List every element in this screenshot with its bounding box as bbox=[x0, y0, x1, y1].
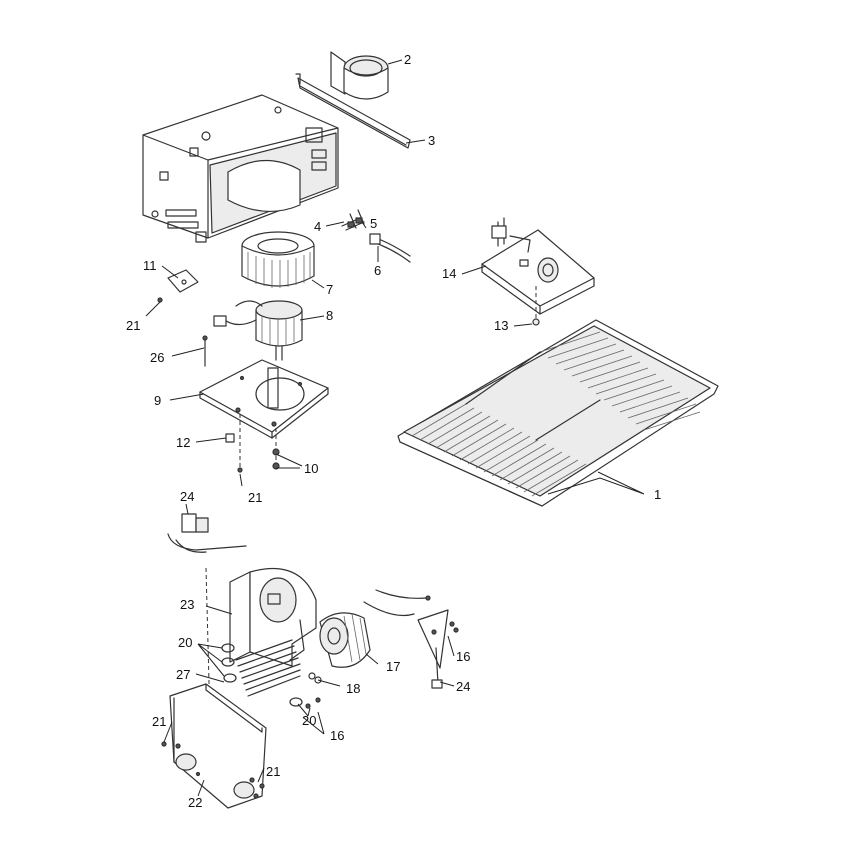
callout-16-a: 16 bbox=[330, 728, 344, 743]
callout-6: 6 bbox=[374, 263, 381, 278]
callout-21-d: 21 bbox=[266, 764, 280, 779]
part-blower-wheel bbox=[241, 231, 315, 288]
callout-8: 8 bbox=[326, 308, 333, 323]
callout-20-b: 20 bbox=[302, 713, 316, 728]
callout-24-b: 24 bbox=[456, 679, 470, 694]
callout-21-a: 21 bbox=[126, 318, 140, 333]
part-motor bbox=[213, 300, 303, 361]
callout-13: 13 bbox=[494, 318, 508, 333]
callout-18: 18 bbox=[346, 681, 360, 696]
callout-7: 7 bbox=[326, 282, 333, 297]
part-grille bbox=[397, 319, 719, 507]
callout-21-b: 21 bbox=[248, 490, 262, 505]
part-housing bbox=[142, 94, 339, 243]
callout-27: 27 bbox=[176, 667, 190, 682]
callout-10: 10 bbox=[304, 461, 318, 476]
part-wire-harness bbox=[363, 589, 459, 689]
part-heater-assembly bbox=[205, 567, 371, 721]
callout-2: 2 bbox=[404, 52, 411, 67]
part-wire-connectors bbox=[341, 209, 411, 263]
callout-17: 17 bbox=[386, 659, 400, 674]
callout-3: 3 bbox=[428, 133, 435, 148]
callout-16-b: 16 bbox=[456, 649, 470, 664]
callout-21-c: 21 bbox=[152, 714, 166, 729]
part-thermal-switch bbox=[167, 513, 247, 553]
part-hanger-bar bbox=[295, 73, 411, 149]
part-light-housing bbox=[481, 217, 595, 326]
callout-12: 12 bbox=[176, 435, 190, 450]
part-heater-cover bbox=[161, 683, 267, 809]
callout-11: 11 bbox=[143, 258, 157, 273]
callout-22: 22 bbox=[188, 795, 202, 810]
callout-labels: 2 3 4 5 6 7 8 9 10 11 12 13 14 1 21 26 2… bbox=[126, 52, 661, 810]
callout-4: 4 bbox=[314, 219, 321, 234]
callout-9: 9 bbox=[154, 393, 161, 408]
part-bracket-and-screws bbox=[157, 269, 208, 367]
callout-26: 26 bbox=[150, 350, 164, 365]
callout-5: 5 bbox=[370, 216, 377, 231]
callout-20-a: 20 bbox=[178, 635, 192, 650]
callout-23: 23 bbox=[180, 597, 194, 612]
part-plate-fasteners bbox=[225, 414, 280, 473]
part-motor-plate bbox=[199, 359, 329, 439]
part-duct-connector bbox=[330, 51, 389, 100]
callout-1: 1 bbox=[654, 487, 661, 502]
leader-lines bbox=[145, 59, 645, 797]
callout-14: 14 bbox=[442, 266, 456, 281]
callout-24-a: 24 bbox=[180, 489, 194, 504]
